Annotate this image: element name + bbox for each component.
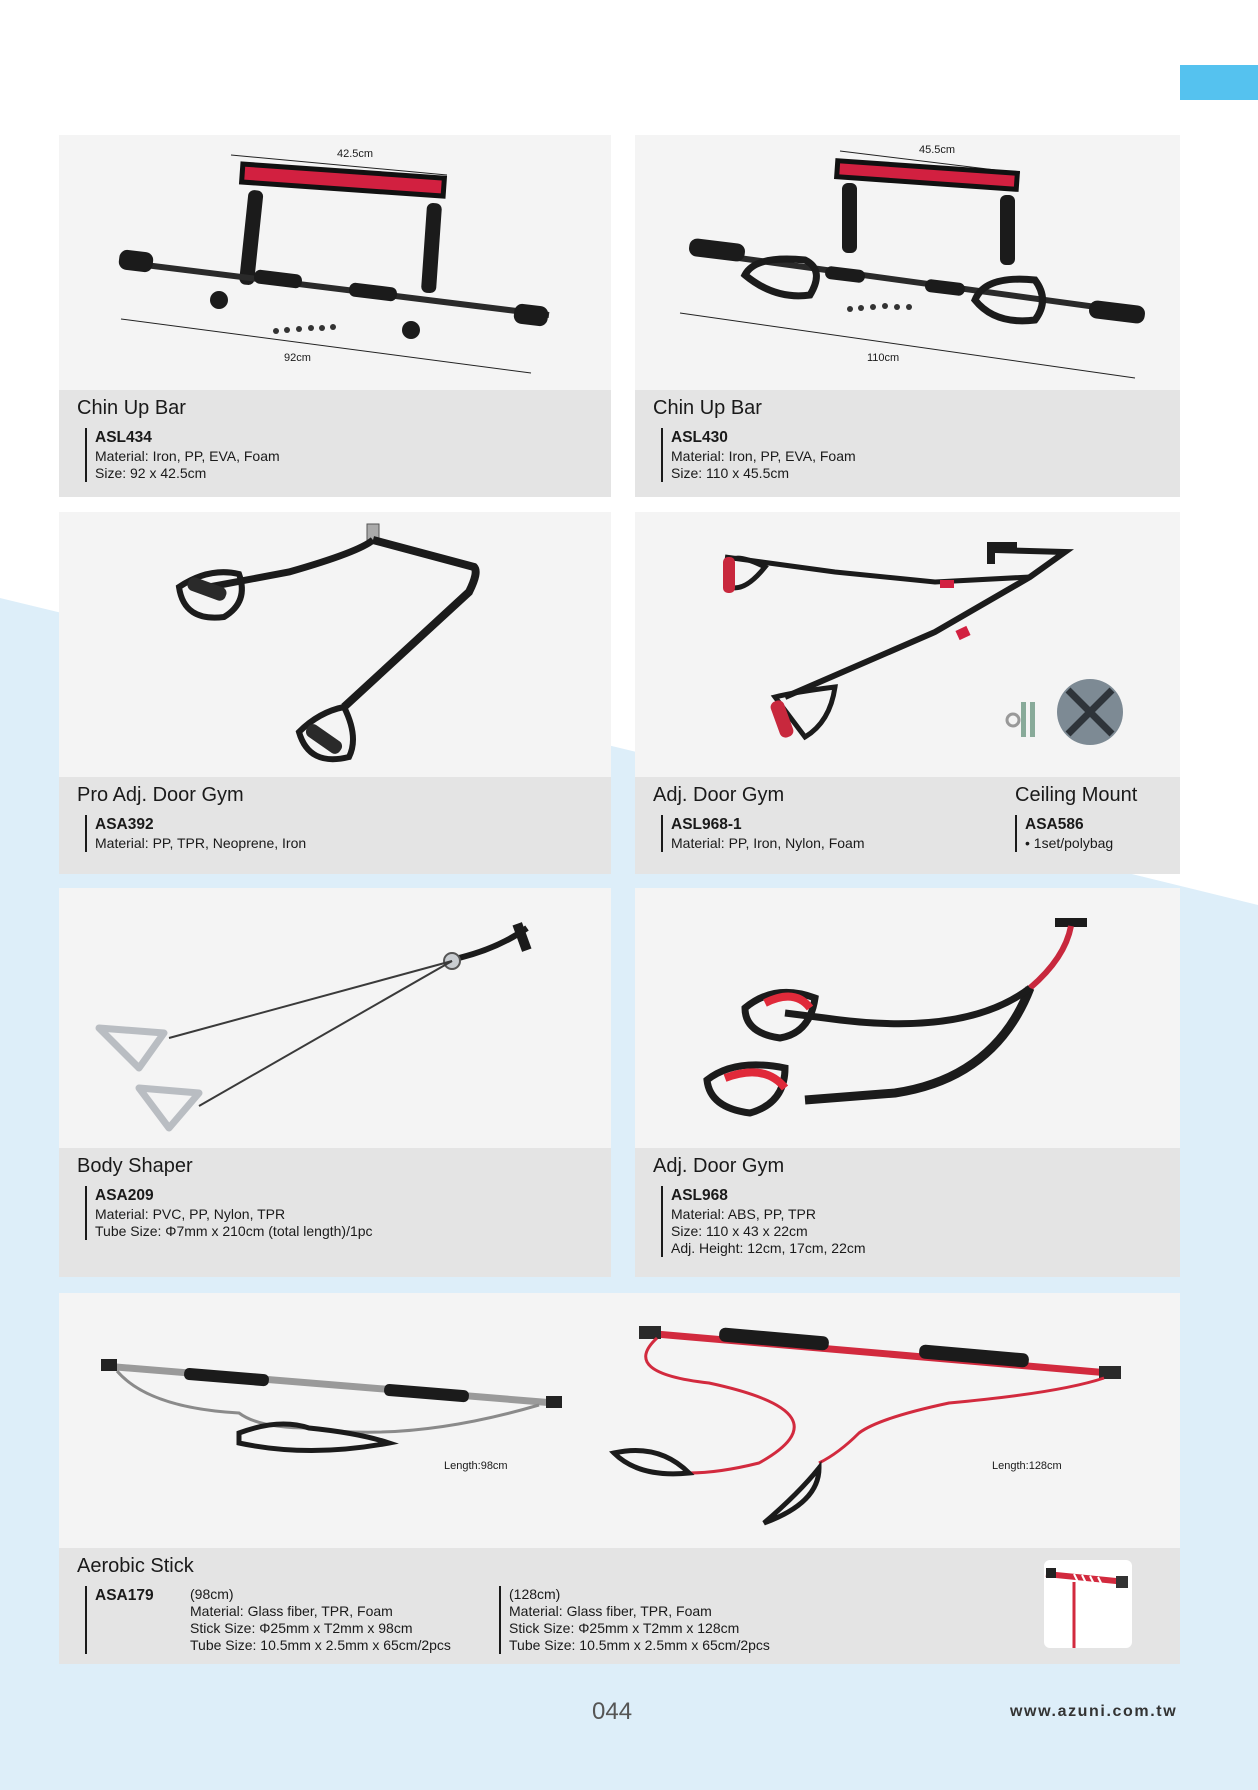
product-card-asa179: Length:98cm Length:128cm Aerobic Stick A… bbox=[59, 1293, 1180, 1664]
product-title: Pro Adj. Door Gym bbox=[77, 784, 244, 806]
length-label-98: Length:98cm bbox=[444, 1460, 508, 1472]
product-code: ASA586 bbox=[1025, 816, 1084, 833]
product-spec-line: Material: Glass fiber, TPR, Foam bbox=[190, 1603, 393, 1619]
product-title: Adj. Door Gym bbox=[653, 1155, 785, 1177]
product-spec-line: • 1set/polybag bbox=[1025, 835, 1114, 851]
product-spec-line: Material: Iron, PP, EVA, Foam bbox=[671, 448, 856, 464]
product-spec-line: Adj. Height: 12cm, 17cm, 22cm bbox=[671, 1240, 866, 1256]
product-info-asa209: Body Shaper ASA209 Material: PVC, PP, Ny… bbox=[59, 1148, 611, 1277]
product-spec-block: ASL968 Material: ABS, PP, TPR Size: 110 … bbox=[661, 1186, 866, 1257]
product-spec-line: Material: ABS, PP, TPR bbox=[671, 1206, 816, 1222]
product-code: ASA392 bbox=[95, 816, 154, 833]
product-title: Chin Up Bar bbox=[77, 397, 186, 419]
variant-98-specs: (98cm) Material: Glass fiber, TPR, Foam … bbox=[190, 1586, 451, 1654]
product-spec-block: ASA392 Material: PP, TPR, Neoprene, Iron bbox=[85, 815, 306, 852]
product-spec-line: Size: 110 x 45.5cm bbox=[671, 465, 790, 481]
variant-128-specs: (128cm) Material: Glass fiber, TPR, Foam… bbox=[499, 1586, 770, 1654]
product-spec-line: Size: 92 x 42.5cm bbox=[95, 465, 207, 481]
product-spec-block: ASA179 bbox=[85, 1586, 154, 1654]
product-spec-block: ASL430 Material: Iron, PP, EVA, Foam Siz… bbox=[661, 428, 856, 482]
product-spec-block: ASL968-1 Material: PP, Iron, Nylon, Foam bbox=[661, 815, 864, 852]
product-title: Chin Up Bar bbox=[653, 397, 762, 419]
product-spec-line: Material: PVC, PP, Nylon, TPR bbox=[95, 1206, 286, 1222]
dimension-label-length: 110cm bbox=[867, 352, 899, 364]
product-photo-asl434: 42.5cm 92cm bbox=[59, 135, 611, 390]
product-spec-line: Stick Size: Φ25mm x T2mm x 128cm bbox=[509, 1620, 740, 1636]
product-code: ASA179 bbox=[95, 1587, 154, 1604]
product-spec-block: ASL434 Material: Iron, PP, EVA, Foam Siz… bbox=[85, 428, 280, 482]
product-spec-block-ceiling-mount: ASA586 • 1set/polybag bbox=[1015, 815, 1113, 852]
product-info-asl430: Chin Up Bar ASL430 Material: Iron, PP, E… bbox=[635, 390, 1180, 497]
dimension-label-width: 45.5cm bbox=[919, 144, 955, 156]
product-info-asa392: Pro Adj. Door Gym ASA392 Material: PP, T… bbox=[59, 777, 611, 874]
product-spec-line: Material: PP, TPR, Neoprene, Iron bbox=[95, 835, 307, 851]
product-spec-line: Material: Iron, PP, EVA, Foam bbox=[95, 448, 280, 464]
product-code: ASL430 bbox=[671, 429, 728, 446]
length-label-128: Length:128cm bbox=[992, 1460, 1062, 1472]
product-photo-asl968 bbox=[635, 888, 1180, 1148]
product-card-asa209: Body Shaper ASA209 Material: PVC, PP, Ny… bbox=[59, 888, 611, 1277]
product-card-asl968: Adj. Door Gym ASL968 Material: ABS, PP, … bbox=[635, 888, 1180, 1277]
product-title-ceiling-mount: Ceiling Mount bbox=[1015, 784, 1138, 806]
product-spec-line: (128cm) bbox=[509, 1586, 561, 1602]
page-number: 044 bbox=[592, 1698, 633, 1725]
dimension-label-width: 42.5cm bbox=[337, 148, 373, 160]
product-code: ASL968 bbox=[671, 1187, 728, 1204]
product-title: Aerobic Stick bbox=[77, 1555, 194, 1577]
product-spec-line: (98cm) bbox=[190, 1586, 234, 1602]
product-code: ASL434 bbox=[95, 429, 152, 446]
product-spec-line: Material: PP, Iron, Nylon, Foam bbox=[671, 835, 865, 851]
product-info-asl968-1: Adj. Door Gym ASL968-1 Material: PP, Iro… bbox=[635, 777, 1180, 874]
product-photo-asa392 bbox=[59, 512, 611, 777]
product-spec-line: Size: 110 x 43 x 22cm bbox=[671, 1223, 808, 1239]
section-tab bbox=[1180, 65, 1258, 100]
product-spec-block: ASA209 Material: PVC, PP, Nylon, TPR Tub… bbox=[85, 1186, 373, 1240]
product-spec-line: Stick Size: Φ25mm x T2mm x 98cm bbox=[190, 1620, 413, 1636]
product-info-asl968: Adj. Door Gym ASL968 Material: ABS, PP, … bbox=[635, 1148, 1180, 1277]
product-card-asl434: 42.5cm 92cm Chin Up Bar ASL434 Material:… bbox=[59, 135, 611, 497]
product-title: Body Shaper bbox=[77, 1155, 193, 1177]
product-code: ASA209 bbox=[95, 1187, 154, 1204]
product-card-asa392: Pro Adj. Door Gym ASA392 Material: PP, T… bbox=[59, 512, 611, 874]
dimension-label-length: 92cm bbox=[284, 352, 311, 364]
product-photo-asa179: Length:98cm Length:128cm bbox=[59, 1293, 1180, 1548]
product-card-asl968-1: Adj. Door Gym ASL968-1 Material: PP, Iro… bbox=[635, 512, 1180, 874]
product-code: ASL968-1 bbox=[671, 816, 742, 833]
product-info-asl434: Chin Up Bar ASL434 Material: Iron, PP, E… bbox=[59, 390, 611, 497]
product-spec-line: Tube Size: Φ7mm x 210cm (total length)/1… bbox=[95, 1223, 373, 1239]
product-card-asl430: 45.5cm 110cm Chin Up Bar ASL430 Material… bbox=[635, 135, 1180, 497]
product-spec-line: Tube Size: 10.5mm x 2.5mm x 65cm/2pcs bbox=[509, 1637, 770, 1653]
product-spec-line: Material: Glass fiber, TPR, Foam bbox=[509, 1603, 712, 1619]
product-spec-line: Tube Size: 10.5mm x 2.5mm x 65cm/2pcs bbox=[190, 1637, 451, 1653]
product-title: Adj. Door Gym bbox=[653, 784, 785, 806]
website-url: www.azuni.com.tw bbox=[1010, 1703, 1178, 1720]
detail-thumbnail bbox=[1044, 1560, 1132, 1648]
product-photo-asl968-1 bbox=[635, 512, 1180, 777]
product-photo-asl430: 45.5cm 110cm bbox=[635, 135, 1180, 390]
product-info-asa179: Aerobic Stick ASA179 (98cm) Material: Gl… bbox=[59, 1548, 1180, 1664]
product-photo-asa209 bbox=[59, 888, 611, 1148]
